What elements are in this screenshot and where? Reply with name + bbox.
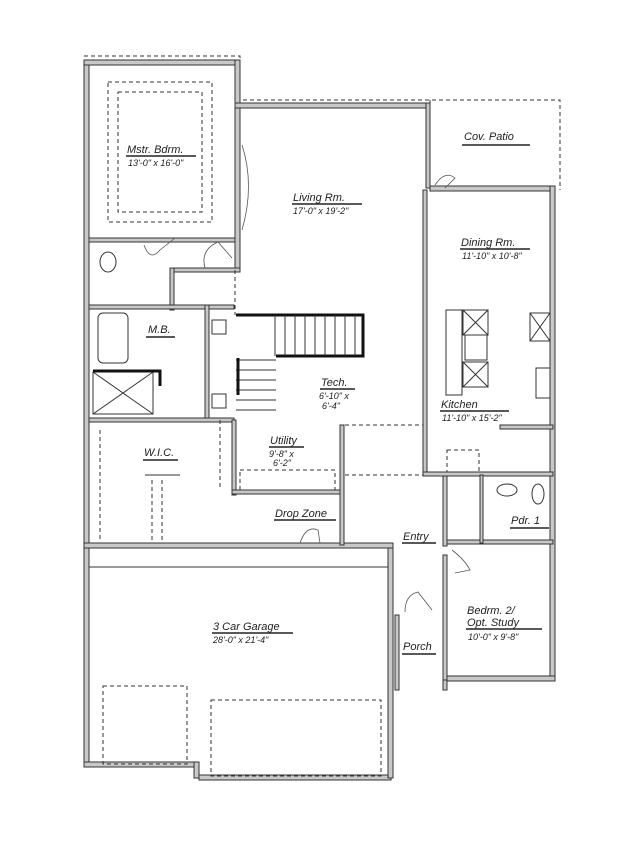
- room-label-master-bedroom: Mstr. Bdrm. 13'-0" x 16'-0": [126, 144, 196, 168]
- room-dimensions: 11'-10" x 15'-2": [442, 413, 502, 423]
- room-name: Porch: [403, 641, 432, 653]
- room-name: 3 Car Garage: [213, 621, 280, 633]
- room-name: Utility: [270, 435, 298, 447]
- roof-outline: [84, 55, 561, 190]
- room-dimensions: 6'-10" x: [319, 391, 349, 401]
- room-label-utility: Utility 9'-8" x 6'-2": [269, 435, 304, 468]
- room-dimensions: 13'-0" x 16'-0": [128, 158, 184, 168]
- room-name: Dining Rm.: [461, 237, 515, 249]
- room-dimensions: 17'-0" x 19'-2": [293, 206, 349, 216]
- room-label-kitchen: Kitchen 11'-10" x 15'-2": [440, 399, 509, 423]
- fixtures: [89, 81, 551, 777]
- room-name: Living Rm.: [293, 192, 345, 204]
- room-label-powder: Pdr. 1: [510, 515, 549, 529]
- room-dimensions: 6'-4": [322, 401, 341, 411]
- room-label-walk-in-closet: W.I.C.: [143, 447, 178, 461]
- room-name: Cov. Patio: [464, 131, 514, 143]
- room-dimensions: 9'-8" x: [269, 449, 294, 459]
- room-label-entry: Entry: [402, 531, 436, 544]
- room-name: Entry: [403, 531, 430, 543]
- room-name: Opt. Study: [467, 617, 520, 629]
- room-label-dining-room: Dining Rm. 11'-10" x 10'-8": [460, 237, 530, 261]
- room-name: M.B.: [148, 324, 171, 336]
- room-label-garage: 3 Car Garage 28'-0" x 21'-4": [212, 621, 293, 645]
- room-label-porch: Porch: [402, 641, 436, 655]
- room-label-tech: Tech. 6'-10" x 6'-4": [319, 377, 355, 411]
- room-name: Kitchen: [441, 399, 478, 411]
- room-dimensions: 11'-10" x 10'-8": [462, 251, 522, 261]
- room-name: Tech.: [321, 377, 348, 389]
- room-name: Pdr. 1: [511, 515, 540, 527]
- room-name: Mstr. Bdrm.: [127, 144, 183, 156]
- doors: [143, 144, 471, 613]
- room-dimensions: 28'-0" x 21'-4": [212, 635, 269, 645]
- room-name: Bedrm. 2/: [467, 605, 516, 617]
- room-label-drop-zone: Drop Zone: [274, 508, 336, 521]
- room-label-covered-patio: Cov. Patio: [462, 131, 530, 146]
- room-label-bedroom-2: Bedrm. 2/ Opt. Study 10'-0" x 9'-8": [466, 605, 542, 642]
- room-name: Drop Zone: [275, 508, 327, 520]
- room-label-living-room: Living Rm. 17'-0" x 19'-2": [292, 192, 362, 216]
- room-label-master-bath: M.B.: [146, 324, 175, 338]
- room-dimensions: 10'-0" x 9'-8": [468, 632, 519, 642]
- room-name: W.I.C.: [144, 447, 174, 459]
- room-dimensions: 6'-2": [273, 458, 292, 468]
